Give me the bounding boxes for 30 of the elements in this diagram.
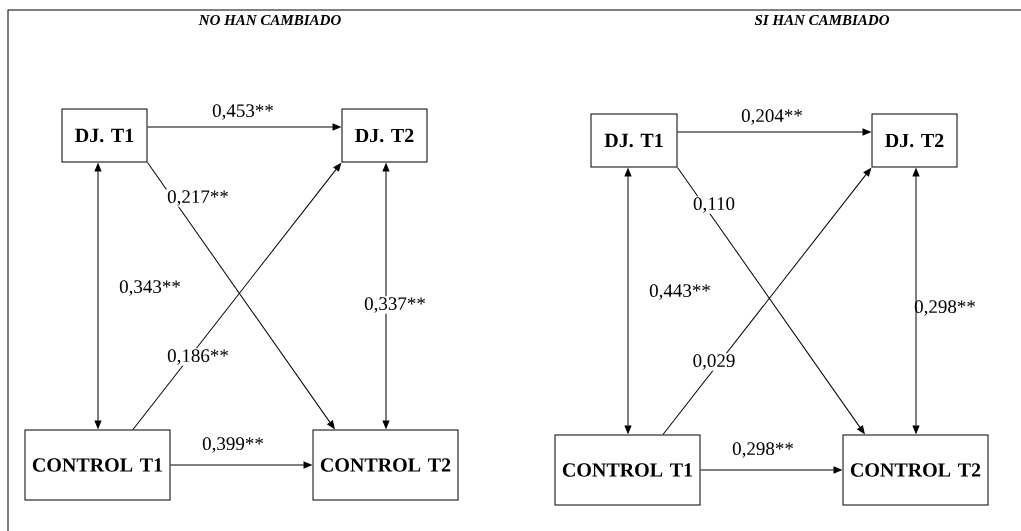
edge-label: 0,443**: [649, 284, 710, 300]
edge-label: 0,204**: [741, 109, 802, 125]
panel-heading: NO HAN CAMBIADO: [198, 14, 341, 26]
variable-box: CONTROL T1: [24, 429, 171, 501]
edge-label: 0,029: [691, 353, 737, 371]
arrow: [624, 168, 632, 434]
edge-label: 0,453**: [212, 104, 273, 120]
arrow: [677, 128, 871, 136]
variable-box: DJ. T1: [61, 108, 148, 163]
arrow: [382, 163, 390, 429]
variable-box: CONTROL T2: [842, 434, 989, 506]
arrow: [94, 163, 102, 429]
edge-label: 0,298**: [732, 442, 793, 458]
edge-label: 0,217**: [166, 189, 230, 207]
variable-box: CONTROL T2: [312, 429, 459, 501]
arrow: [170, 461, 312, 469]
edge-label: 0,343**: [119, 280, 180, 296]
edge-label: 0,337**: [363, 296, 427, 314]
variable-box: DJ. T1: [590, 113, 678, 168]
arrow: [912, 168, 920, 434]
variable-box: DJ. T2: [871, 113, 958, 168]
variable-box: CONTROL T1: [554, 434, 701, 506]
edge-label: 0,298**: [914, 300, 975, 316]
panel-heading: SI HAN CAMBIADO: [754, 14, 890, 26]
arrow: [700, 466, 842, 474]
arrow: [147, 123, 341, 131]
edge-label: 0,399**: [202, 437, 263, 453]
edge-label: 0,110: [692, 196, 737, 214]
edge-label: 0,186**: [166, 348, 230, 366]
variable-box: DJ. T2: [341, 108, 428, 163]
